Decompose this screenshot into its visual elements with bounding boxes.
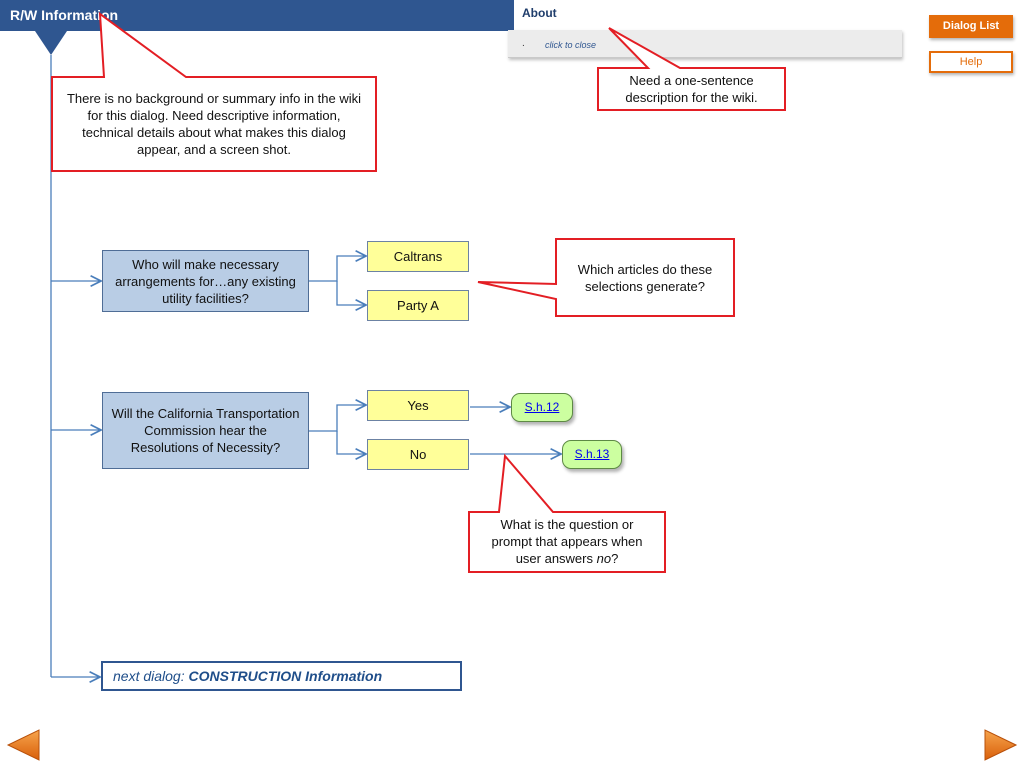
note-no-prompt-end: ?	[611, 551, 619, 566]
note-wiki-info: There is no background or summary info i…	[66, 91, 362, 157]
answer-party-a[interactable]: Party A	[367, 290, 469, 321]
about-dot: .	[522, 38, 525, 49]
ref-link-no[interactable]: S.h.13	[562, 440, 622, 469]
about-click-to-close[interactable]: click to close	[545, 40, 597, 50]
help-button[interactable]: Help	[929, 51, 1013, 73]
prev-arrow-icon[interactable]	[5, 728, 41, 762]
about-panel[interactable]	[508, 30, 902, 58]
next-dialog-name: CONSTRUCTION Information	[188, 668, 383, 684]
note-one-sentence: Need a one-sentence description for the …	[625, 73, 758, 105]
next-arrow-icon[interactable]	[983, 728, 1019, 762]
title-pointer	[35, 31, 67, 55]
note-no-prompt: What is the question or prompt that appe…	[471, 514, 663, 570]
about-title: About	[522, 6, 557, 20]
dialog-list-button[interactable]: Dialog List	[929, 15, 1013, 38]
ref-link-yes[interactable]: S.h.12	[511, 393, 573, 422]
page-title: R/W Information	[0, 0, 514, 31]
question-utility-arrangements: Who will make necessary arrangements for…	[102, 250, 309, 312]
note-no-prompt-text: What is the question or prompt that appe…	[491, 517, 643, 566]
note-no-prompt-em: no	[596, 551, 612, 566]
note-which-articles: Which articles do these selections gener…	[577, 261, 713, 294]
next-dialog-link[interactable]: next dialog: CONSTRUCTION Information	[101, 661, 462, 691]
answer-yes[interactable]: Yes	[367, 390, 469, 421]
answer-caltrans[interactable]: Caltrans	[367, 241, 469, 272]
answer-no[interactable]: No	[367, 439, 469, 470]
question-ctc-hearing: Will the California Transportation Commi…	[102, 392, 309, 469]
next-dialog-prefix: next dialog:	[113, 668, 189, 684]
